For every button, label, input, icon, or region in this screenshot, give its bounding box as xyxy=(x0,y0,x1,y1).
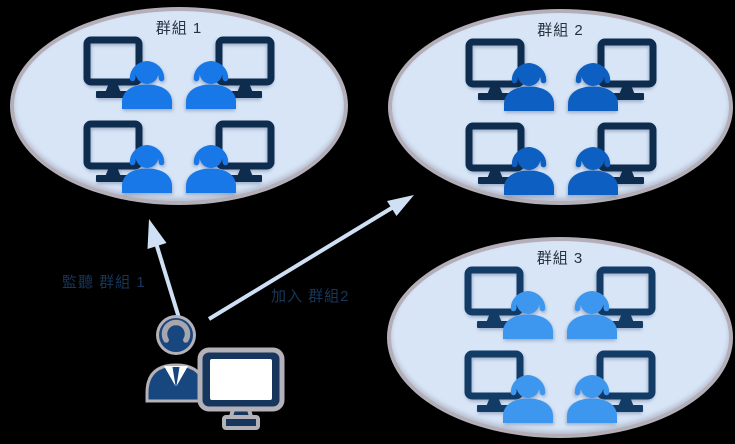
monitor-icon xyxy=(596,266,656,328)
group-title: 群組 3 xyxy=(536,250,584,267)
agent xyxy=(464,266,556,339)
person-headset-icon xyxy=(567,63,618,111)
person-headset-icon xyxy=(567,375,617,423)
person-headset-icon xyxy=(503,375,553,423)
monitor-icon xyxy=(465,38,524,100)
agent xyxy=(183,120,275,193)
monitor-icon xyxy=(596,350,656,412)
agent xyxy=(83,36,175,109)
monitor-icon xyxy=(464,350,524,412)
person-headset-icon xyxy=(503,147,554,195)
agent xyxy=(565,38,657,111)
monitor-icon xyxy=(465,122,524,184)
arrow-listen-head xyxy=(147,219,167,249)
group-ellipse-3: 群組 3 xyxy=(387,237,733,438)
arrow-listen-line xyxy=(154,242,181,319)
group-title: 群組 2 xyxy=(537,22,584,39)
supervisor-headset-icon xyxy=(145,315,207,403)
agent xyxy=(564,350,656,423)
monitor-icon xyxy=(597,38,656,100)
group-ellipse-2: 群組 2 xyxy=(388,9,733,205)
arrow-join-head xyxy=(387,195,414,216)
person-headset-icon xyxy=(567,291,617,339)
agent xyxy=(465,38,557,111)
supervisor xyxy=(140,308,290,436)
monitor-icon xyxy=(464,266,524,328)
monitor-icon xyxy=(215,120,275,182)
agent xyxy=(564,266,656,339)
person-headset-icon xyxy=(503,291,553,339)
agent xyxy=(464,350,556,423)
label-join-group2: 加入 群組2 xyxy=(271,288,350,305)
agent xyxy=(183,36,275,109)
agents-grid xyxy=(83,36,275,193)
monitor-icon xyxy=(215,36,275,98)
supervisor-monitor-icon xyxy=(197,347,285,430)
monitor-icon xyxy=(83,120,143,182)
group-ellipse-1: 群組 1 xyxy=(10,7,348,205)
label-listen-group1: 監聽 群組 1 xyxy=(62,274,146,291)
agent xyxy=(83,120,175,193)
person-headset-icon xyxy=(567,147,618,195)
person-headset-icon xyxy=(503,63,554,111)
agents-grid xyxy=(464,266,656,423)
group-title: 群組 1 xyxy=(155,20,203,37)
person-headset-icon xyxy=(186,61,236,109)
agents-grid xyxy=(465,38,657,195)
person-headset-icon xyxy=(122,145,172,193)
monitor-icon xyxy=(83,36,143,98)
agent xyxy=(565,122,657,195)
agent xyxy=(465,122,557,195)
person-headset-icon xyxy=(122,61,172,109)
monitor-icon xyxy=(597,122,656,184)
person-headset-icon xyxy=(186,145,236,193)
